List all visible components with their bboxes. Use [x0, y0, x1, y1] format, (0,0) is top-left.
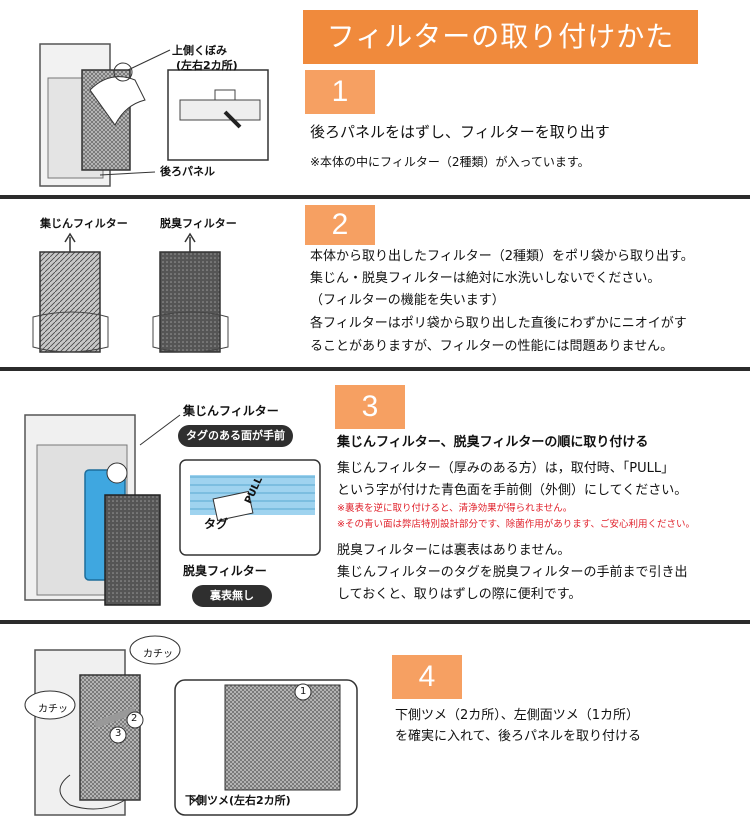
step2-illustration — [32, 232, 229, 353]
step2-line-5: ることがありますが、フィルターの性能には問題ありません。 — [310, 339, 674, 354]
no-side-pill: 裏表無し — [192, 585, 272, 607]
tag-front-pill: タグのある面が手前 — [178, 425, 293, 447]
step3-illustration — [24, 414, 321, 606]
step1-number: 1 — [305, 70, 375, 114]
step1-note: ※本体の中にフィルター（2種類）が入っています。 — [310, 155, 590, 169]
panel-label: 後ろパネル — [160, 165, 215, 178]
step3-heading: 集じんフィルター、脱臭フィルターの順に取り付ける — [337, 435, 649, 450]
step3-deodor-label: 脱臭フィルター — [183, 564, 267, 578]
step2-line-3: （フィルターの機能を失います） — [310, 293, 505, 308]
bottom-claw-label: 下側ツメ(左右2カ所) — [185, 794, 291, 807]
click-label-1: カチッ — [143, 649, 173, 660]
dust-filter-label: 集じんフィルター — [40, 217, 128, 230]
step3-number: 3 — [335, 385, 405, 429]
click-label-2: カチッ — [38, 704, 68, 715]
divider — [0, 195, 750, 199]
recess-label: 上側くぼみ — [172, 44, 227, 57]
step3-line-a2: という字が付けた青色面を手前側（外側）にしてください。 — [337, 483, 688, 498]
step2-line-2: 集じん・脱臭フィルターは絶対に水洗いしないでください。 — [310, 271, 661, 286]
divider — [0, 620, 750, 624]
claw-number-2: 2 — [131, 713, 138, 724]
step3-red-note-1: ※裏表を逆に取り付けると、清浄効果が得られません。 — [337, 503, 573, 514]
claw-number-3: 3 — [115, 728, 122, 739]
step1-line: 後ろパネルをはずし、フィルターを取り出す — [310, 123, 610, 141]
step4-illustration — [24, 635, 358, 816]
step3-dust-label: 集じんフィルター — [183, 404, 279, 418]
step3-line-b2: 集じんフィルターのタグを脱臭フィルターの手前まで引き出 — [337, 565, 688, 580]
divider — [0, 367, 750, 371]
deodor-filter-label: 脱臭フィルター — [160, 217, 237, 230]
step4-line-1: 下側ツメ（2カ所）、左側面ツメ（1カ所） — [395, 708, 640, 723]
step4-number: 4 — [392, 655, 462, 699]
step3-line-b1: 脱臭フィルターには裏表はありません。 — [337, 543, 571, 558]
step3-red-note-2: ※その青い面は弊店特別設計部分です、除菌作用があります、ご安心利用ください。 — [337, 519, 695, 530]
recess-sub-label: (左右2カ所) — [176, 59, 238, 72]
step2-line-1: 本体から取り出したフィルター（2種類）をポリ袋から取り出す。 — [310, 249, 694, 264]
step3-line-b3: しておくと、取りはずしの際に便利です。 — [337, 587, 582, 602]
step2-number: 2 — [305, 205, 375, 245]
step3-line-a1: 集じんフィルター（厚みのある方）は，取付時、「PULL」 — [337, 461, 675, 476]
step2-line-4: 各フィルターはポリ袋から取り出した直後にわずかにニオイがす — [310, 316, 687, 331]
step4-line-2: を確実に入れて、後ろパネルを取り付ける — [395, 729, 641, 744]
tag-label: タグ — [204, 517, 229, 531]
claw-number-1: 1 — [300, 686, 307, 697]
page-title: フィルターの取り付けかた — [303, 10, 698, 64]
step1-illustration — [39, 43, 269, 187]
